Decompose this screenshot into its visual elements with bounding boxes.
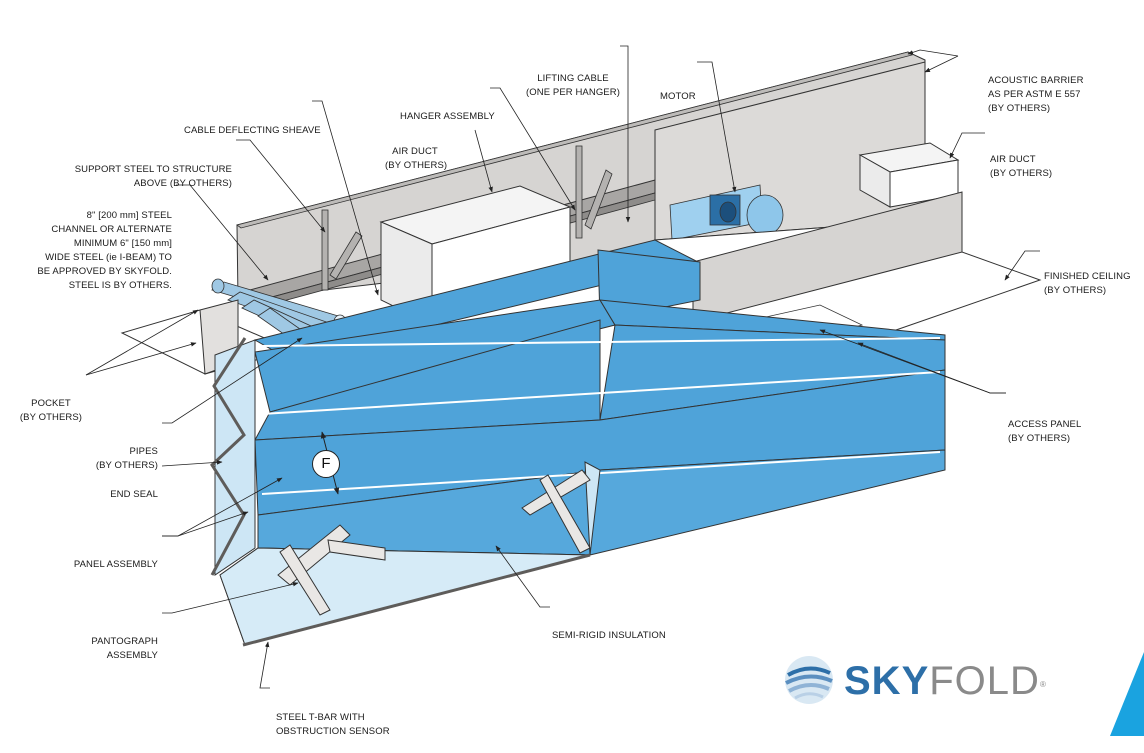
dimension-marker-f: F — [312, 450, 340, 478]
label-finished-ceiling: FINISHED CEILING(BY OTHERS) — [1044, 271, 1131, 296]
support-steel-post-2 — [575, 145, 583, 239]
leader-lines — [85, 45, 1040, 689]
steel-tbar — [242, 553, 591, 647]
label-panel-assembly: PANEL ASSEMBLY — [73, 559, 158, 570]
label-hanger-assembly: HANGER ASSEMBLY — [400, 111, 495, 122]
support-steel-post-1 — [321, 209, 329, 291]
label-air-duct-right: AIR DUCT(BY OTHERS) — [990, 154, 1053, 179]
label-lifting-cable: LIFTING CABLE(ONE PER HANGER) — [526, 73, 620, 98]
label-cable-sheave: CABLE DEFLECTING SHEAVE — [184, 125, 321, 136]
label-pocket: POCKET(BY OTHERS) — [19, 398, 83, 423]
insulation-panel — [219, 547, 591, 646]
skyfold-logo: SKYFOLD® — [782, 653, 1082, 707]
air-duct-center — [379, 185, 572, 326]
support-steel-brace-1 — [329, 231, 363, 280]
air-duct-right — [858, 142, 960, 208]
label-motor: MOTOR — [660, 91, 696, 102]
label-pipes: PIPES(BY OTHERS) — [95, 446, 158, 471]
acoustic-barrier-top — [236, 51, 913, 229]
label-semi-rigid-insulation: SEMI-RIGID INSULATION — [552, 630, 666, 641]
support-steel-brace-2 — [584, 169, 613, 230]
corner-accent — [1110, 652, 1144, 736]
label-end-seal: END SEAL — [110, 489, 158, 500]
pantograph — [277, 469, 591, 616]
globe-icon — [785, 656, 833, 704]
skyfold-diagram — [85, 45, 1144, 736]
label-access-panel: ACCESS PANEL(BY OTHERS) — [1008, 419, 1082, 444]
end-seal-edge — [210, 337, 247, 576]
logo-wordmark: SKYFOLD® — [844, 659, 1047, 703]
panel-seams — [261, 337, 941, 495]
motor — [669, 184, 784, 241]
label-air-duct-center: AIR DUCT(BY OTHERS) — [385, 146, 448, 171]
panel-rows — [254, 299, 946, 556]
